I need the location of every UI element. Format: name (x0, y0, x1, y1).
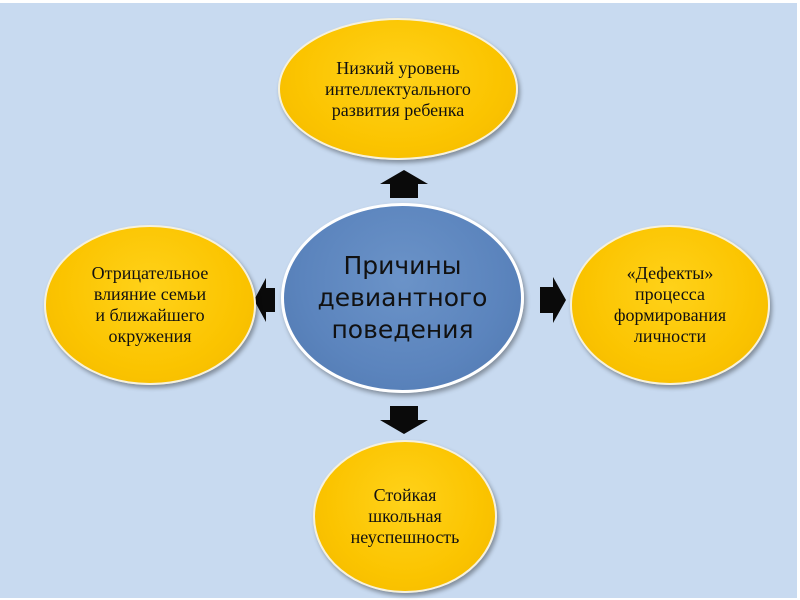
cause-node-school: Стойкая школьная неуспешность (313, 440, 497, 593)
cause-node-personality: «Дефекты» процесса формирования личности (570, 225, 770, 385)
cause-label: Стойкая школьная неуспешность (350, 485, 460, 547)
slide-frame-top (0, 0, 800, 3)
arrow-up-icon (380, 170, 428, 198)
arrow-right-icon (540, 277, 566, 323)
cause-node-family: Отрицательное влияние семьи и ближайшего… (44, 225, 256, 385)
arrow-left-icon (254, 278, 275, 322)
cause-label: «Дефекты» процесса формирования личности (613, 263, 727, 346)
slide-frame-bottom (0, 598, 800, 600)
arrow-down-icon (380, 406, 428, 434)
cause-node-intellectual: Низкий уровень интеллектуального развити… (278, 18, 518, 160)
cause-label: Низкий уровень интеллектуального развити… (325, 57, 471, 120)
center-title: Причины девиантного поведения (317, 251, 488, 344)
slide-frame-right (797, 0, 800, 600)
center-node: Причины девиантного поведения (281, 203, 524, 393)
cause-label: Отрицательное влияние семьи и ближайшего… (91, 263, 209, 346)
